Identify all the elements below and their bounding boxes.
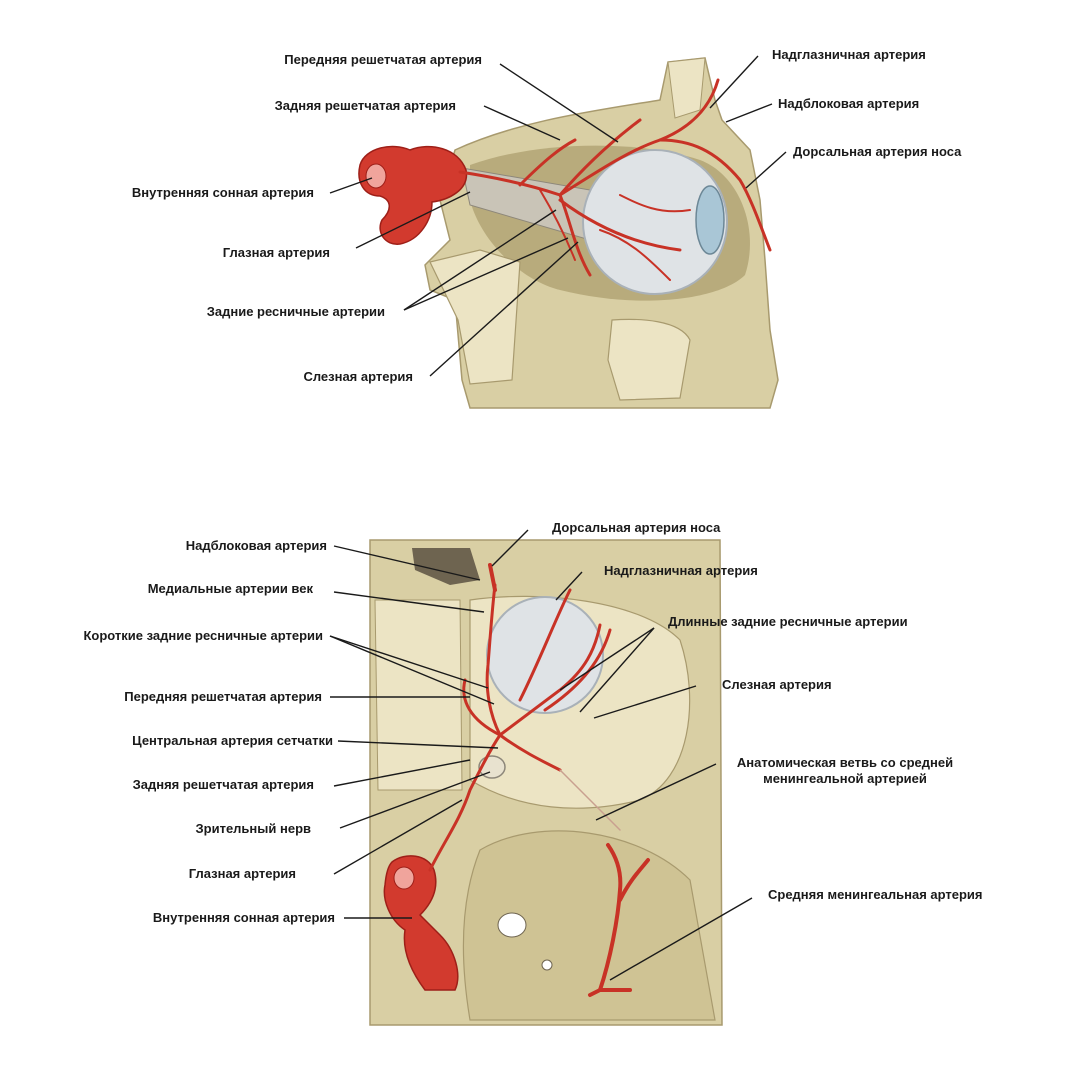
bottom-internal-carotid-vessel [383, 855, 459, 991]
label-top-posterior-ciliary: Задние ресничные артерии [206, 304, 385, 319]
leader-top-supraorbital [709, 55, 759, 109]
label-bottom-optic-nerve: Зрительный нерв [195, 821, 312, 836]
leader-top-dorsal-nasal [745, 151, 787, 189]
leader-bottom-long-ciliary-1 [559, 627, 655, 691]
label-bottom-lacrimal: Слезная артерия [722, 677, 832, 692]
label-bottom-central-retinal: Центральная артерия сетчатки [132, 733, 333, 748]
label-bottom-medial-palpebral: Медиальные артерии век [147, 581, 313, 596]
label-top-posterior-ethmoidal: Задняя решетчатая артерия [274, 98, 456, 113]
bottom-arteries [428, 563, 621, 872]
bottom-middle-fossa [462, 830, 716, 1021]
leader-top-posterior-ciliary-2 [403, 237, 569, 311]
leader-bottom-supraorbital [555, 571, 583, 601]
label-bottom-supraorbital: Надглазничная артерия [604, 563, 758, 578]
label-top-anterior-ethmoidal: Передняя решетчатая артерия [284, 52, 482, 67]
bottom-eyeball [486, 596, 604, 714]
leader-top-posterior-ethmoidal [483, 105, 561, 141]
top-carotid-lumen [365, 163, 387, 189]
top-cornea [695, 185, 725, 255]
label-top-lacrimal: Слезная артерия [303, 369, 413, 384]
label-bottom-anterior-ethmoidal: Передняя решетчатая артерия [124, 689, 322, 704]
label-top-internal-carotid: Внутренняя сонная артерия [131, 185, 314, 200]
top-maxillary-sinus [607, 318, 691, 401]
leader-top-internal-carotid [329, 177, 373, 194]
leader-top-lacrimal [429, 241, 579, 377]
label-bottom-ophthalmic: Глазная артерия [188, 866, 296, 881]
label-bottom-long-ciliary: Длинные задние ресничные артерии [668, 614, 908, 629]
leader-top-ophthalmic [355, 191, 471, 249]
leader-bottom-anastomotic [595, 763, 717, 821]
top-eyeball [582, 149, 728, 295]
leader-lines [329, 55, 787, 981]
leader-top-anterior-ethmoidal [499, 63, 619, 143]
leader-bottom-lacrimal [593, 685, 697, 719]
bottom-orbit-illustration [369, 539, 723, 1026]
label-bottom-supratrochlear: Надблоковая артерия [185, 538, 327, 553]
label-bottom-short-ciliary: Короткие задние ресничные артерии [83, 628, 323, 643]
label-top-ophthalmic: Глазная артерия [222, 245, 330, 260]
leader-top-posterior-ciliary-1 [403, 209, 557, 311]
top-arteries [458, 78, 772, 281]
leader-bottom-supratrochlear [333, 545, 481, 581]
label-bottom-internal-carotid: Внутренняя сонная артерия [152, 910, 335, 925]
leader-bottom-optic-nerve [339, 771, 491, 829]
label-bottom-anastomotic-1: Анатомическая ветвь со средней [736, 755, 954, 770]
bottom-ethmoid-cells [374, 599, 463, 791]
leader-top-supratrochlear [725, 103, 773, 123]
label-bottom-middle-meningeal: Средняя менингеальная артерия [768, 887, 983, 902]
leader-bottom-short-ciliary-1 [329, 635, 489, 689]
top-frontal-sinus [667, 57, 706, 119]
leader-bottom-long-ciliary-2 [579, 627, 655, 713]
leader-bottom-short-ciliary-2 [329, 635, 495, 705]
label-bottom-dorsal-nasal: Дорсальная артерия носа [552, 520, 721, 535]
leader-bottom-middle-meningeal [609, 897, 753, 981]
top-internal-carotid-vessel [358, 145, 468, 245]
leader-bottom-dorsal-nasal [491, 529, 529, 567]
bottom-foramen-2 [541, 959, 553, 971]
leader-bottom-ophthalmic [333, 799, 463, 875]
bottom-middle-meningeal-vessel [588, 843, 650, 997]
label-top-dorsal-nasal: Дорсальная артерия носа [793, 144, 962, 159]
label-top-supraorbital: Надглазничная артерия [772, 47, 926, 62]
bottom-carotid-lumen [393, 866, 415, 890]
label-bottom-anastomotic-2: менингеальной артерией [763, 771, 927, 786]
leader-bottom-central-retinal [337, 740, 499, 749]
leader-bottom-medial-palpebral [333, 591, 485, 613]
bottom-foramen-1 [497, 912, 527, 938]
leader-bottom-posterior-ethmoidal [333, 759, 471, 787]
label-top-supratrochlear: Надблоковая артерия [778, 96, 920, 111]
top-orbit-illustration [358, 57, 779, 409]
label-bottom-posterior-ethmoidal: Задняя решетчатая артерия [132, 777, 314, 792]
top-sphenoid [429, 249, 521, 385]
